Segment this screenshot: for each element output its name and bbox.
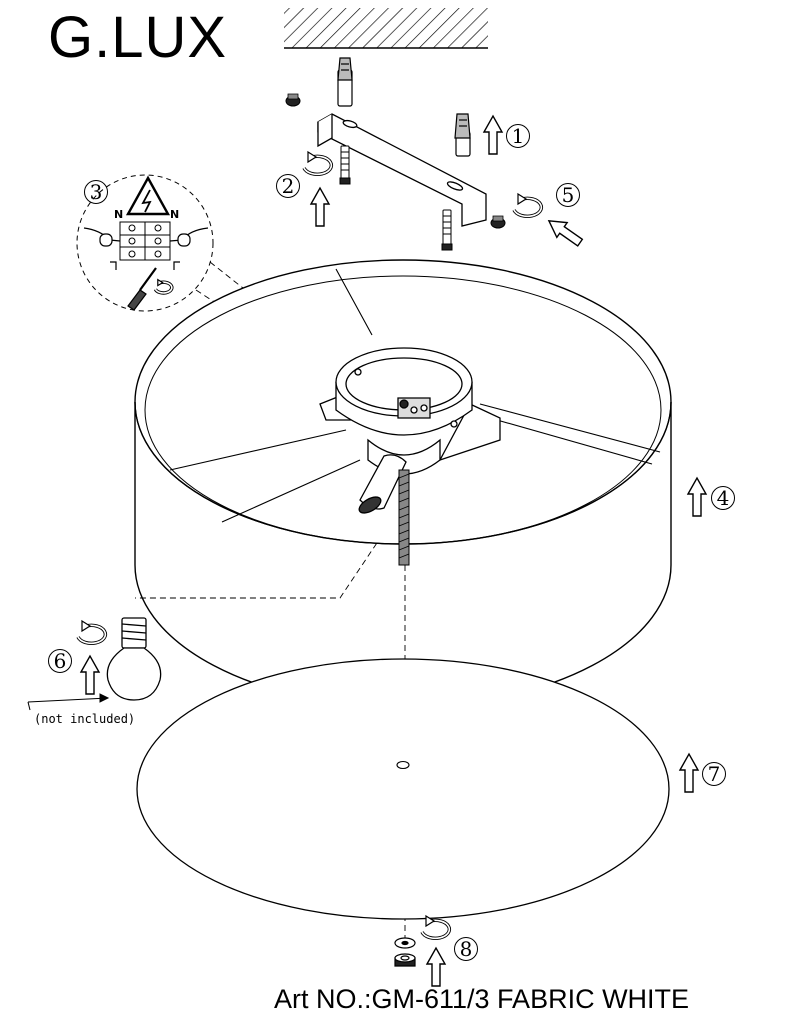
diagonal-arrow-icon bbox=[544, 213, 585, 250]
washer bbox=[395, 938, 415, 948]
step-4-marker: 4 bbox=[711, 486, 735, 510]
up-arrow-icon bbox=[310, 187, 330, 227]
step-5-marker: 5 bbox=[556, 183, 580, 207]
long-screw-left bbox=[340, 146, 350, 184]
up-arrow-icon bbox=[80, 655, 100, 695]
ceiling-hatch bbox=[284, 8, 488, 48]
terminal-block bbox=[120, 222, 170, 260]
step-6-marker: 6 bbox=[48, 649, 72, 673]
high-voltage-warning-icon bbox=[128, 178, 168, 214]
up-arrow-icon bbox=[679, 753, 699, 793]
rotate-arrow-icon bbox=[76, 619, 108, 646]
wall-plug-right bbox=[455, 114, 470, 156]
nut bbox=[395, 954, 415, 966]
rotate-arrow-icon bbox=[302, 150, 334, 177]
bulb-note-pointer bbox=[28, 694, 108, 710]
step-3-marker: 3 bbox=[84, 180, 108, 204]
article-number: Art NO.:GM-611/3 FABRIC WHITE bbox=[274, 984, 690, 1014]
light-bulb bbox=[107, 618, 160, 700]
wall-plug-left bbox=[338, 58, 352, 106]
long-screw-right bbox=[442, 210, 452, 250]
mounting-bracket bbox=[318, 114, 486, 226]
rotate-arrow-icon bbox=[512, 192, 544, 219]
step-7-marker: 7 bbox=[702, 762, 726, 786]
up-arrow-icon bbox=[483, 115, 503, 155]
central-hub bbox=[320, 348, 500, 474]
brand-logo: G.LUX bbox=[48, 5, 228, 70]
wiring-label-right: N bbox=[170, 208, 179, 221]
screwdriver-icon bbox=[128, 268, 156, 310]
wires bbox=[84, 228, 208, 270]
screw-head-left bbox=[286, 94, 300, 106]
lamp-holder bbox=[357, 455, 406, 516]
up-arrow-icon bbox=[426, 947, 446, 987]
threaded-rod bbox=[399, 470, 409, 565]
wiring-label-left: N bbox=[114, 208, 123, 221]
up-arrow-icon bbox=[687, 477, 707, 517]
step-2-marker: 2 bbox=[276, 174, 300, 198]
rotate-arrow-icon bbox=[420, 914, 452, 941]
wiring-detail: N N bbox=[77, 175, 213, 311]
screw-head-right bbox=[491, 216, 505, 228]
bulb-not-included-note: (not included) bbox=[34, 712, 136, 726]
diffuser-panel bbox=[137, 659, 669, 919]
step-1-marker: 1 bbox=[506, 124, 530, 148]
step-8-marker: 8 bbox=[454, 937, 478, 961]
